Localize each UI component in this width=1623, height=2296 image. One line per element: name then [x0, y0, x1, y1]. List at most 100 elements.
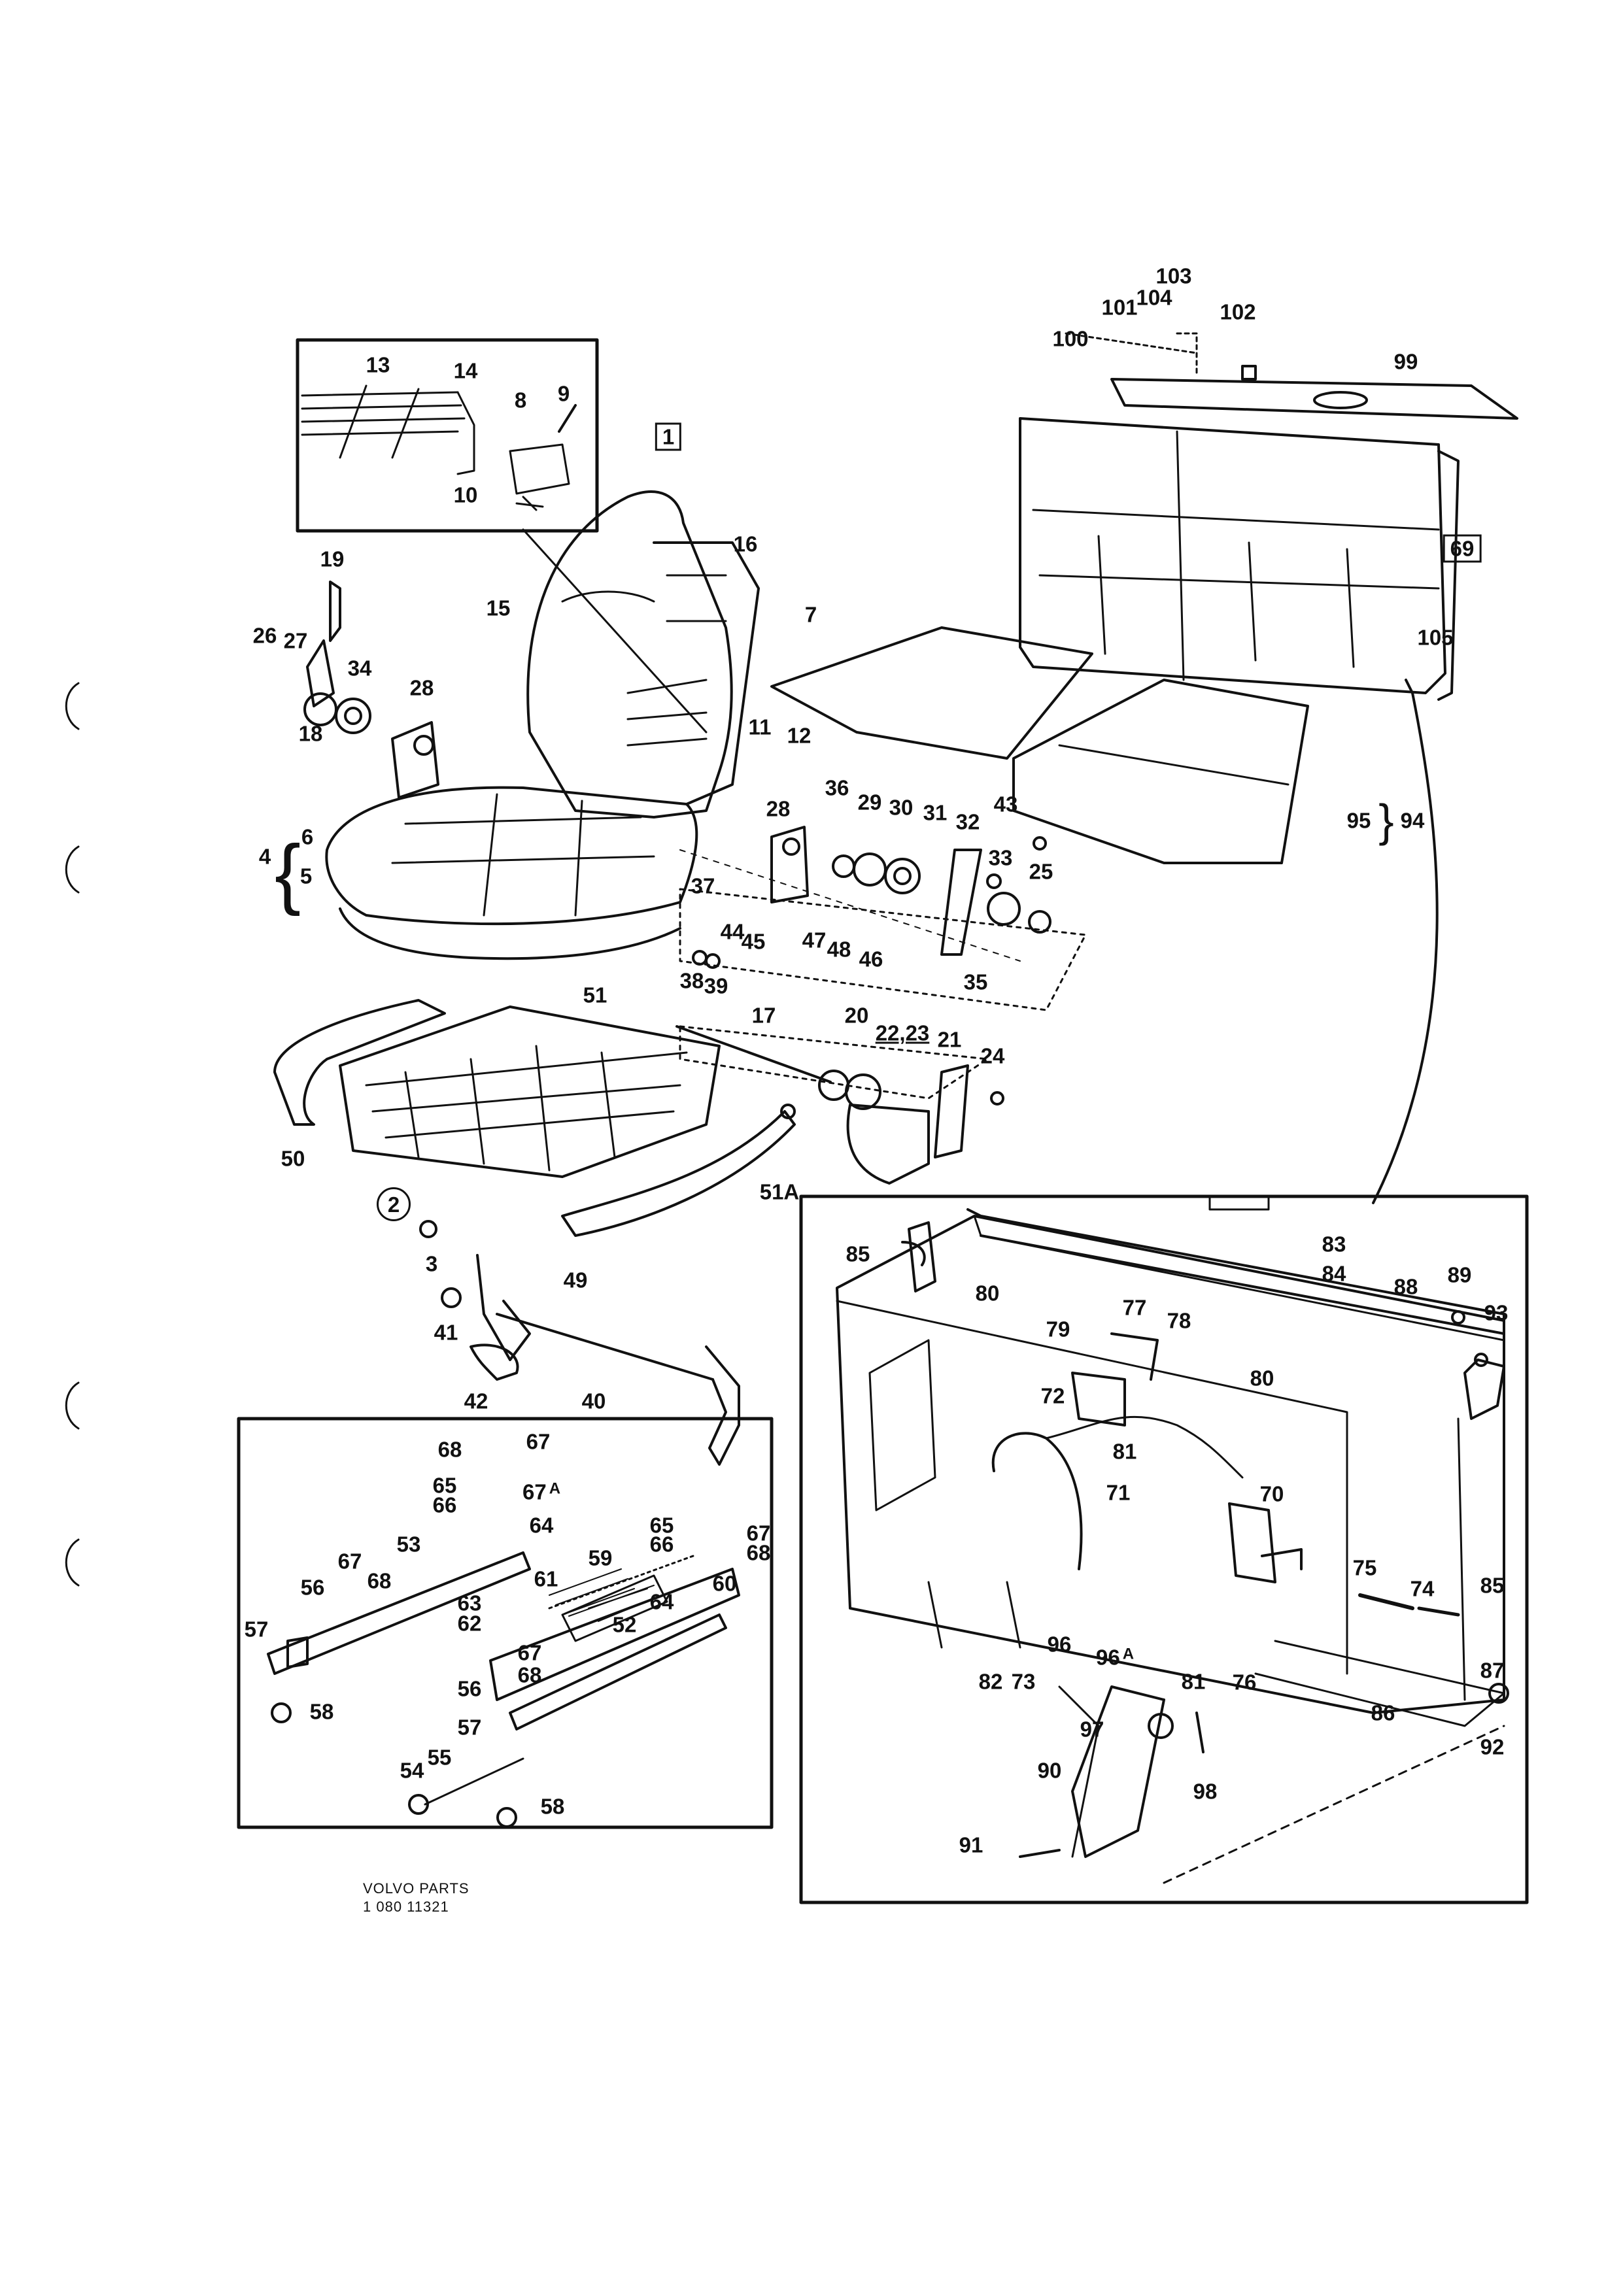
callout-58-bottom: 58 — [540, 1794, 565, 1819]
callout-93: 93 — [1484, 1300, 1509, 1325]
recliner-mechanism-left — [303, 581, 439, 799]
callout-5: 5 — [299, 864, 313, 888]
callout-41: 41 — [434, 1320, 458, 1345]
callout-67-left: 67 — [337, 1549, 362, 1574]
callout-20: 20 — [844, 1003, 869, 1028]
callout-63: 63 — [457, 1591, 482, 1615]
callout-33: 33 — [988, 845, 1013, 870]
callout-3: 3 — [425, 1251, 438, 1276]
callout-54: 54 — [400, 1758, 424, 1783]
footer-brand: VOLVO PARTS — [363, 1880, 470, 1897]
callout-12: 12 — [787, 723, 811, 748]
callout-102: 102 — [1220, 299, 1256, 324]
callout-11: 11 — [748, 715, 772, 739]
callout-51A: 51A — [759, 1179, 800, 1204]
callout-85-right: 85 — [1480, 1573, 1505, 1598]
callout-61: 61 — [534, 1566, 558, 1591]
callout-55: 55 — [427, 1745, 452, 1770]
callout-30: 30 — [889, 795, 914, 820]
callout-45: 45 — [741, 929, 766, 954]
callout-68-mid: 68 — [517, 1663, 542, 1687]
callout-28-left: 28 — [409, 675, 434, 700]
footer-number: 1 080 11321 — [363, 1898, 449, 1915]
callout-17: 17 — [751, 1003, 776, 1028]
callout-50: 50 — [281, 1146, 305, 1171]
callout-57-top: 57 — [244, 1617, 269, 1642]
inset-box-rear-latch — [799, 1194, 1529, 1904]
callout-56-bottom: 56 — [457, 1676, 482, 1701]
callout-67-mid: 67 — [517, 1640, 542, 1665]
callout-7: 7 — [804, 602, 817, 627]
callout-68-top: 68 — [437, 1437, 462, 1462]
callout-94: 94 — [1400, 808, 1425, 833]
callout-37: 37 — [691, 873, 715, 898]
callout-51: 51 — [583, 983, 607, 1007]
callout-72: 72 — [1040, 1383, 1065, 1408]
callout-88: 88 — [1393, 1274, 1418, 1299]
callout-81-upper: 81 — [1112, 1439, 1137, 1464]
callout-9: 9 — [557, 381, 570, 406]
front-seat-backrest — [526, 490, 760, 819]
callout-53: 53 — [396, 1532, 421, 1557]
callout-81-lower: 81 — [1181, 1669, 1206, 1694]
cross-shaft-assembly — [675, 1025, 989, 1185]
callout-90: 90 — [1037, 1758, 1062, 1783]
callout-73: 73 — [1011, 1669, 1036, 1694]
circled-ref-label: 2 — [387, 1192, 400, 1217]
callout-86: 86 — [1371, 1700, 1395, 1725]
callout-80-right: 80 — [1250, 1366, 1274, 1391]
callout-49: 49 — [563, 1268, 588, 1292]
callout-52: 52 — [612, 1612, 637, 1637]
callout-25: 25 — [1029, 859, 1053, 884]
callout-105: 105 — [1417, 625, 1454, 650]
callout-92: 92 — [1480, 1734, 1505, 1759]
callout-14: 14 — [453, 358, 478, 383]
main-ref-box: 1 — [655, 422, 682, 451]
callout-65-left: 65 — [432, 1473, 457, 1498]
callout-96A-num: 96 — [1095, 1645, 1120, 1670]
callout-68-right: 68 — [746, 1540, 771, 1565]
callout-76: 76 — [1232, 1670, 1257, 1695]
callout-67A-num: 67 — [522, 1479, 547, 1504]
callout-19: 19 — [320, 547, 345, 571]
callout-91: 91 — [959, 1832, 983, 1857]
callout-22-23: 22,23 — [875, 1021, 930, 1045]
callout-56-top: 56 — [300, 1575, 325, 1600]
callout-57-bottom: 57 — [457, 1715, 482, 1740]
callout-47: 47 — [802, 928, 827, 953]
callout-96A-sub: A — [1122, 1645, 1135, 1663]
seat-frame — [273, 999, 796, 1237]
callout-101: 101 — [1101, 295, 1138, 320]
callout-32: 32 — [955, 809, 980, 834]
callout-98: 98 — [1193, 1779, 1218, 1804]
callout-43: 43 — [993, 792, 1018, 817]
bracket-94: } — [1378, 795, 1394, 846]
callout-82: 82 — [978, 1669, 1003, 1694]
callout-78: 78 — [1167, 1308, 1191, 1333]
callout-99: 99 — [1393, 349, 1418, 374]
slide-release-lever — [441, 1254, 740, 1466]
callout-29: 29 — [857, 790, 882, 815]
callout-18: 18 — [298, 721, 323, 746]
callout-42: 42 — [464, 1389, 488, 1413]
callout-35: 35 — [963, 970, 988, 994]
callout-21: 21 — [937, 1027, 962, 1052]
callout-67-top: 67 — [526, 1429, 551, 1454]
callout-34: 34 — [347, 656, 372, 681]
callout-89: 89 — [1447, 1262, 1472, 1287]
callout-70: 70 — [1259, 1481, 1284, 1506]
callout-103: 103 — [1155, 263, 1192, 288]
callout-100: 100 — [1052, 326, 1089, 351]
recliner-mechanism-center — [679, 826, 1087, 1011]
callout-44: 44 — [720, 919, 745, 944]
callout-16: 16 — [733, 532, 758, 556]
callout-10: 10 — [453, 482, 478, 507]
callout-24: 24 — [980, 1043, 1005, 1068]
callout-59: 59 — [588, 1545, 613, 1570]
callout-38: 38 — [679, 968, 704, 993]
callout-68-left: 68 — [367, 1568, 392, 1593]
callout-4: 4 — [258, 844, 271, 869]
